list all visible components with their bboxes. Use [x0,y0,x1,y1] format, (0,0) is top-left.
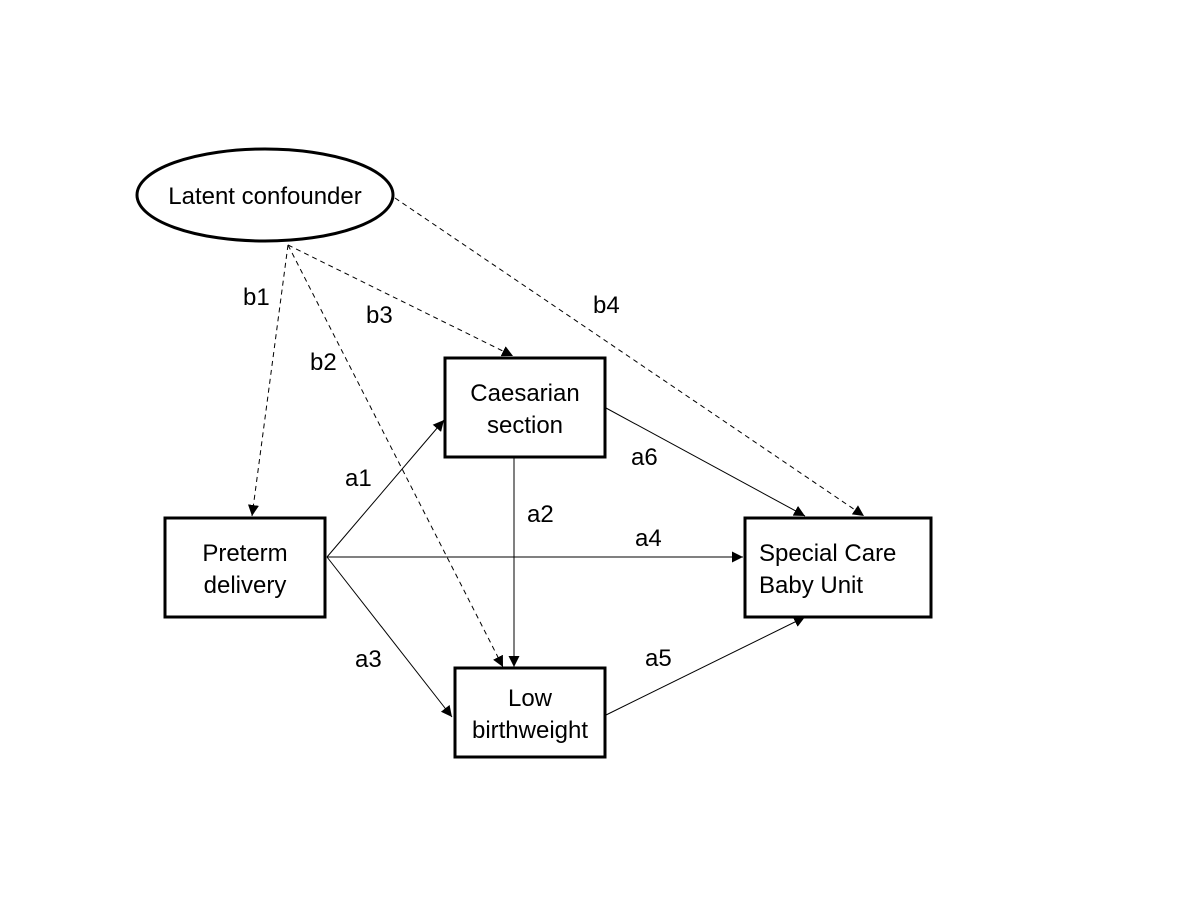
node-preterm-delivery-line2: delivery [204,572,287,599]
edge-label-a4: a4 [635,525,662,552]
node-special-care-baby-unit-line1: Special Care [759,540,896,567]
edge-b3 [287,244,514,357]
edge-label-a5: a5 [645,645,672,672]
edge-label-b1: b1 [243,284,270,311]
edge-b4 [394,197,865,517]
edge-label-a3: a3 [355,646,382,673]
edge-b2 [287,244,504,668]
edge-a6 [605,407,806,517]
edge-label-b4: b4 [593,292,620,319]
edge-a3 [326,556,453,718]
edge-label-a6: a6 [631,444,658,471]
edge-label-a1: a1 [345,465,372,492]
node-latent-confounder-label: Latent confounder [168,183,362,210]
edge-a5 [605,616,806,716]
edge-b1 [247,244,289,517]
edge-label-b2: b2 [310,349,337,376]
node-latent-confounder: Latent confounder [135,147,395,243]
edge-a1 [326,419,445,558]
node-caesarian-section-line1: Caesarian [470,380,579,407]
node-preterm-delivery-line1: Preterm [202,540,287,567]
node-special-care-baby-unit: Special Care Baby Unit [743,516,933,619]
node-low-birthweight-line2: birthweight [472,717,588,744]
node-low-birthweight-line1: Low [508,685,553,712]
node-caesarian-section-line2: section [487,412,563,439]
edge-label-a2: a2 [527,501,554,528]
node-caesarian-section: Caesarian section [443,356,607,459]
edge-label-b3: b3 [366,302,393,329]
node-preterm-delivery: Preterm delivery [163,516,327,619]
node-low-birthweight: Low birthweight [453,666,607,759]
node-special-care-baby-unit-line2: Baby Unit [759,572,863,599]
